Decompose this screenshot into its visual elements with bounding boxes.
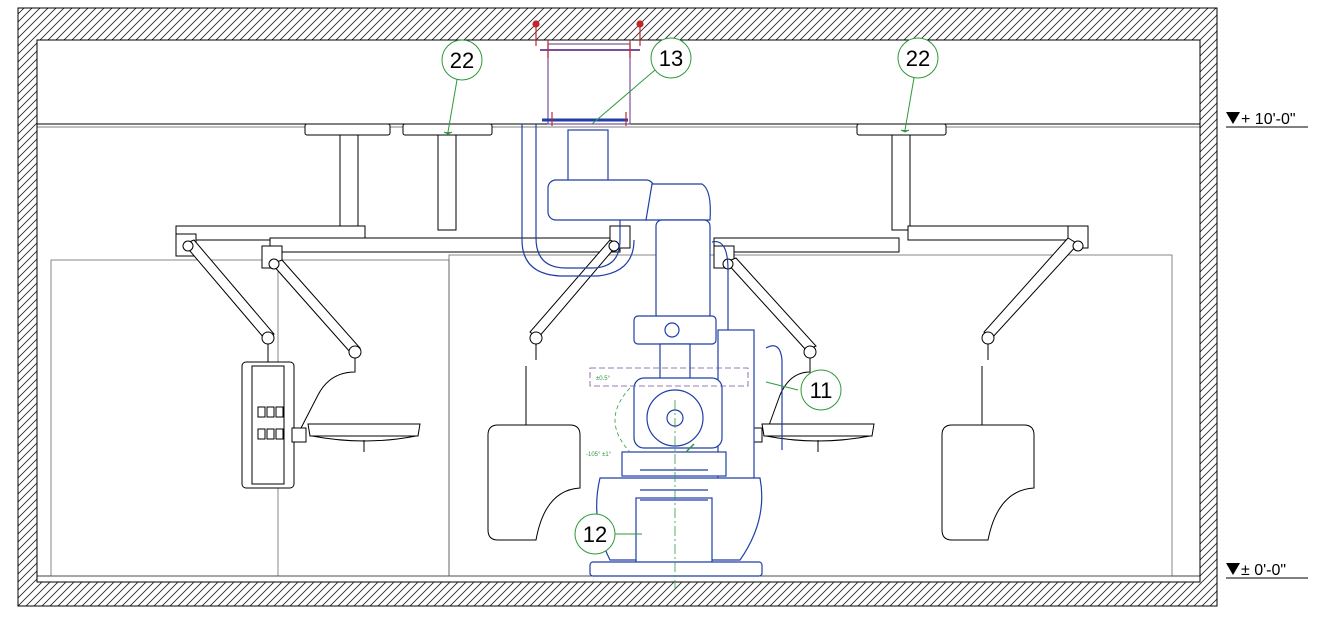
arm-pivot-2 [348, 345, 362, 359]
side-hose [765, 345, 783, 450]
articulated-arms [182, 237, 1084, 359]
elevation-markers: + 10'-0" ± 0'-0" [1226, 111, 1308, 579]
surgical-lights [291, 358, 875, 452]
boom-arm-right [713, 237, 900, 253]
light-right-arm [767, 358, 811, 429]
callout-circle-22-left [441, 39, 483, 81]
mount-bolts [532, 20, 644, 126]
wall-hatch [17, 7, 1218, 607]
callout-label-11: 11 [810, 378, 833, 403]
elevation-floor: ± 0'-0" [1226, 562, 1308, 579]
cable-loop [711, 240, 729, 340]
monitor-center [487, 424, 581, 541]
arm-left-2 [271, 259, 361, 353]
arm-right-1 [725, 257, 817, 351]
ceiling-hose [535, 124, 621, 269]
supply-unit-body [241, 361, 295, 489]
ceiling-plate-1 [304, 123, 391, 136]
callout-label-22-left: 22 [450, 48, 474, 73]
background-panels [50, 254, 1173, 577]
socket-1 [257, 406, 266, 418]
light-left-arm [299, 358, 356, 431]
ceiling-carriage [567, 129, 609, 183]
arm-pivot-10 [1072, 240, 1084, 252]
monitor-right [941, 424, 1035, 541]
frame-box [547, 43, 631, 125]
boom-column-2 [437, 134, 457, 231]
c-arm-system [521, 124, 783, 577]
callout-label-12: 12 [583, 522, 607, 547]
arm-pivot-6 [182, 240, 194, 252]
dim-label-frame: ±0.5° [596, 376, 611, 382]
socket-3 [275, 406, 284, 418]
boom-column-3 [891, 134, 911, 231]
callout-labels: 22 13 22 11 12 [450, 46, 930, 547]
callout-label-13: 13 [659, 46, 683, 71]
ceiling-frame [532, 20, 644, 126]
dim-arc [614, 387, 631, 453]
boom-arm-far-right [907, 225, 1081, 241]
callout-circle-22-right [897, 37, 939, 79]
light-right-head [761, 423, 875, 437]
arm-pivot-7 [268, 258, 280, 270]
foot [589, 561, 763, 577]
arm-left-upper [183, 239, 275, 339]
elevation-ceiling-label: + 10'-0" [1241, 111, 1296, 128]
arm-pivot-1 [261, 331, 275, 345]
elevation-floor-triangle [1226, 563, 1240, 575]
socket-6 [275, 428, 284, 440]
socket-5 [266, 428, 275, 440]
socket-4 [257, 428, 266, 440]
callout-label-22-right: 22 [906, 46, 930, 71]
boom-column-1 [339, 134, 359, 231]
arm-right-2 [983, 237, 1079, 339]
callout-circle-12 [574, 513, 616, 555]
upper-arm-housing [547, 179, 655, 221]
elevation-ceiling: + 10'-0" [1226, 111, 1308, 128]
lower-housing [621, 451, 727, 477]
dim-label-arc: -105° ±1° [586, 452, 612, 458]
ceiling-plate-3 [856, 123, 947, 136]
shoulder-joint [645, 183, 711, 221]
dashed-frame [589, 367, 749, 387]
socket-2 [266, 406, 275, 418]
neck [659, 343, 691, 385]
callout-circle-11 [800, 369, 842, 411]
arm-pivot-3 [529, 331, 543, 345]
vertical-column [655, 219, 711, 321]
monitors [487, 344, 1035, 541]
callouts [441, 37, 939, 555]
arm-pivot-4 [803, 345, 817, 359]
arm-pivot-5 [981, 331, 995, 345]
callout-circle-13 [650, 37, 692, 79]
elevation-floor-label: ± 0'-0" [1241, 562, 1286, 579]
supply-unit [241, 344, 295, 489]
dimension-annotations: -105° ±1° ±0.5° [586, 367, 749, 458]
light-left-head [307, 423, 421, 437]
pedestal [635, 497, 713, 565]
panel-right [448, 254, 1173, 577]
boom-arm-center [269, 237, 621, 253]
elevation-ceiling-triangle [1226, 112, 1240, 124]
arm-pivot-8 [608, 240, 620, 252]
